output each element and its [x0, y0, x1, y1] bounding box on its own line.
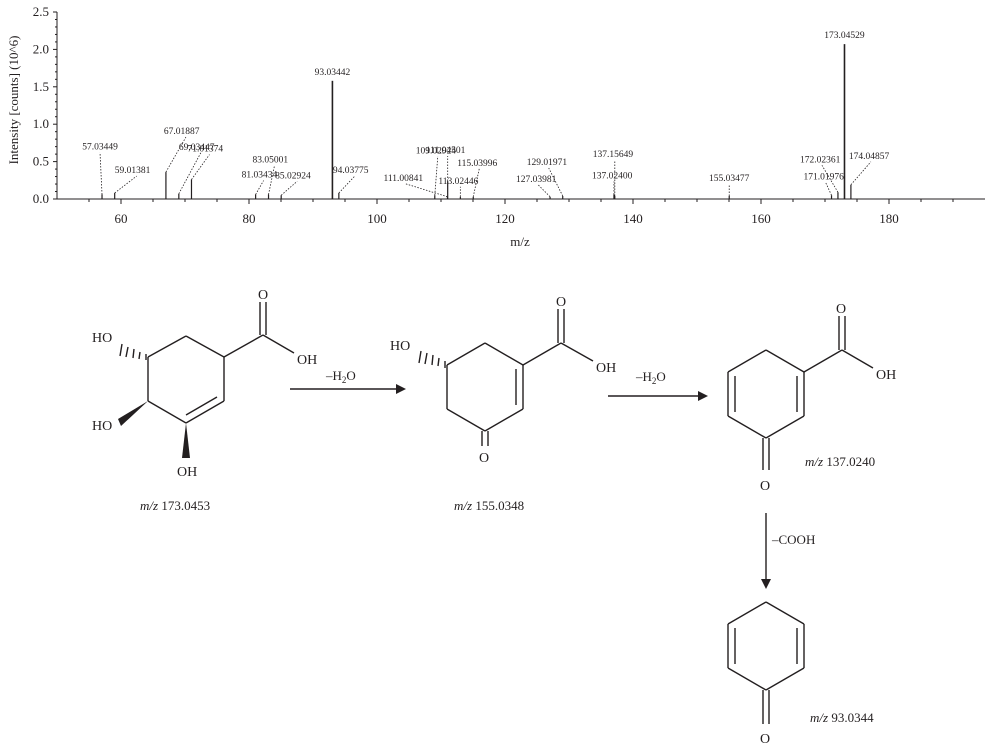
peak-label-59.01381: 59.01381	[115, 166, 151, 176]
reaction-arrow-2: –H2O	[608, 369, 708, 401]
y-axis-title: Intensity [counts] (10^6)	[6, 36, 21, 165]
reaction-arrow-1: –H2O	[290, 368, 406, 394]
peak-label-155.03477: 155.03477	[709, 174, 750, 184]
peak-label-81.03434: 81.03434	[242, 171, 278, 181]
peak-label-137.15649: 137.15649	[593, 150, 634, 160]
atom-label: HO	[92, 419, 112, 434]
y-tick-label: 2.0	[33, 41, 49, 56]
peak-label-137.02400: 137.02400	[592, 172, 633, 182]
peak-label-173.04529: 173.04529	[824, 31, 865, 41]
chart-peaks	[101, 44, 852, 199]
y-tick-label: 1.0	[33, 116, 49, 131]
peak-label-171.01976: 171.01976	[804, 172, 845, 182]
chart-axes	[56, 12, 985, 200]
mz-label: m/z 93.0344	[810, 710, 874, 725]
bold-wedge	[118, 401, 148, 426]
x-tick-label: 100	[367, 211, 387, 226]
x-tick-label: 180	[879, 211, 899, 226]
peak-label-174.04857: 174.04857	[849, 152, 890, 162]
leader-line	[114, 175, 137, 194]
leader-line	[434, 156, 439, 196]
atom-label: O	[258, 288, 268, 303]
loss-h2o-label: –H2O	[635, 369, 666, 386]
bold-wedge	[182, 423, 190, 458]
leader-line	[178, 152, 202, 194]
peak-label-109.02924: 109.02924	[416, 146, 457, 156]
peak-label-172.02361: 172.02361	[800, 155, 841, 165]
compound-93: O m/z 93.0344	[727, 601, 874, 747]
atom-label: OH	[876, 368, 896, 383]
reaction-arrow-3: –COOH	[761, 513, 815, 589]
atom-label: O	[760, 479, 770, 494]
mz-label: m/z 155.0348	[454, 498, 524, 513]
leader-line	[165, 136, 187, 173]
y-tick-label: 0.5	[33, 154, 49, 169]
leader-line	[548, 167, 564, 197]
loss-h2o-label: –H2O	[325, 368, 356, 385]
compound-173: HO HO OH O OH m/z 173.0453	[92, 288, 317, 513]
peak-label-111.00841: 111.00841	[383, 174, 423, 184]
x-tick-label: 140	[623, 211, 643, 226]
peak-label-69.03447: 69.03447	[179, 143, 215, 153]
x-axis-title: m/z	[510, 234, 530, 249]
peak-label-115.03996: 115.03996	[457, 159, 497, 169]
peak-label-71.01374: 71.01374	[187, 145, 223, 155]
leader-line	[405, 183, 448, 198]
hashed-wedge	[119, 343, 147, 360]
peak-label-111.04501: 111.04501	[426, 146, 466, 156]
peak-label-83.05001: 83.05001	[253, 156, 289, 166]
fragmentation-scheme: HO HO OH O OH m/z 173.0453 –H2O	[92, 288, 896, 747]
y-tick-label: 2.5	[33, 4, 49, 19]
chart-ticks: 60 80 100 120 140 160 180 0.0 0.5 1.0 1.5 2.0 2.5	[33, 4, 954, 226]
mz-label: m/z 137.0240	[805, 454, 875, 469]
leader-line	[338, 175, 356, 194]
peak-label-113.02446: 113.02446	[438, 177, 478, 187]
chart-peak-labels: 57.03449 59.01381 67.01887 69.0344771.01374…	[82, 31, 890, 198]
peak-label-93.03442: 93.03442	[315, 68, 351, 78]
leader-line	[537, 184, 551, 198]
x-tick-label: 120	[495, 211, 515, 226]
leader-line	[191, 154, 210, 180]
atom-label: HO	[92, 331, 112, 346]
peak-label-94.03775: 94.03775	[333, 166, 369, 176]
atom-label: O	[556, 295, 566, 310]
x-tick-label: 80	[243, 211, 256, 226]
compound-137: O OH O m/z 137.0240	[727, 302, 896, 494]
mz-label: m/z 173.0453	[140, 498, 210, 513]
peak-label-67.01887: 67.01887	[164, 127, 200, 137]
atom-label: O	[479, 451, 489, 466]
mass-spectrum-chart: 60 80 100 120 140 160 180 0.0 0.5 1.0 1.5 2.0 2.5 57…	[6, 4, 985, 249]
atom-label: O	[836, 302, 846, 317]
atom-label: O	[760, 732, 770, 747]
atom-label: HO	[390, 339, 410, 354]
atom-label: OH	[596, 361, 616, 376]
peak-label-127.03981: 127.03981	[516, 175, 557, 185]
loss-cooh-label: –COOH	[771, 532, 815, 547]
leader-line	[280, 180, 298, 196]
x-tick-label: 60	[115, 211, 128, 226]
peak-label-129.01971: 129.01971	[527, 158, 568, 168]
y-tick-label: 1.5	[33, 79, 49, 94]
leader-line	[255, 180, 264, 195]
leader-line	[825, 182, 832, 196]
atom-label: OH	[297, 353, 317, 368]
compound-155: HO O O OH m/z 155.0348	[390, 295, 616, 513]
hashed-wedge	[418, 350, 446, 368]
leader-line	[99, 152, 103, 195]
x-tick-label: 160	[751, 211, 771, 226]
peak-label-57.03449: 57.03449	[82, 143, 118, 153]
leader-line	[268, 165, 275, 195]
y-tick-label: 0.0	[33, 191, 49, 206]
atom-label: OH	[177, 465, 197, 480]
peak-label-85.02924: 85.02924	[275, 171, 311, 181]
leader-line	[850, 161, 872, 186]
leader-line	[821, 165, 839, 193]
